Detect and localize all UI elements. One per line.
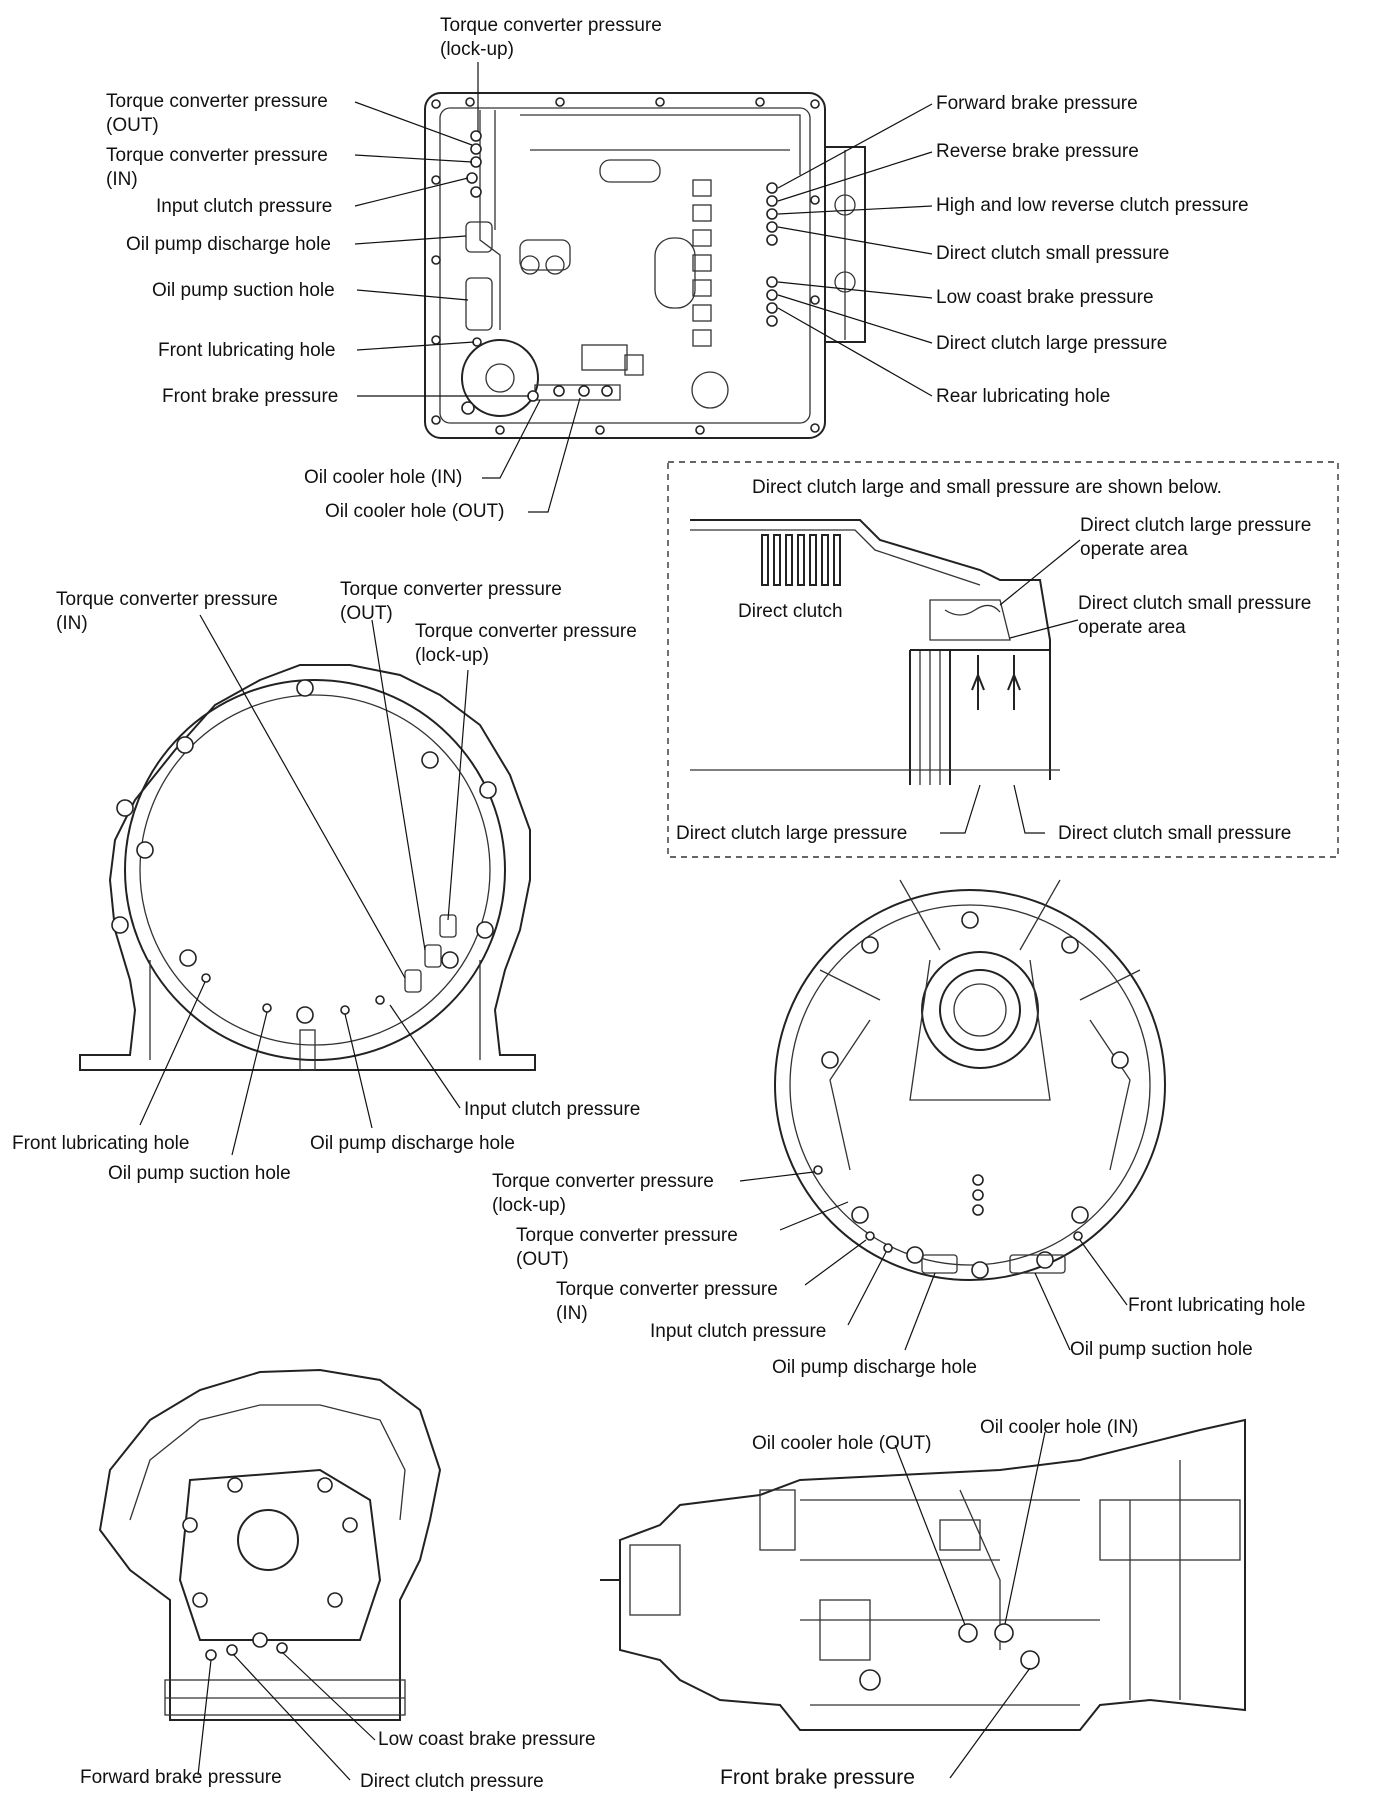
- converter-housing-leader-lines: [139, 614, 469, 1156]
- label-forward-brake: Forward brake pressure: [936, 93, 1138, 114]
- label-rear-lube: Rear lubricating hole: [936, 386, 1111, 407]
- label-direct-clutch: Direct clutch: [738, 601, 843, 622]
- direct-clutch-header: Direct clutch large and small pressure a…: [752, 477, 1222, 498]
- oil-pump-leader-lines: [739, 1171, 1128, 1351]
- side-label-cooler-out: Oil cooler hole (OUT): [752, 1433, 932, 1454]
- label-large-pressure: Direct clutch large pressure: [676, 823, 908, 844]
- pump-label-tc-lockup: Torque converter pressure (lock-up): [492, 1171, 714, 1216]
- label-cooler-in: Oil cooler hole (IN): [304, 467, 463, 488]
- direct-clutch-leader-lines: [940, 539, 1081, 834]
- label-direct-large: Direct clutch large pressure: [936, 333, 1168, 354]
- label-small-pressure: Direct clutch small pressure: [1058, 823, 1292, 844]
- pump-label-tc-in: Torque converter pressure (IN): [556, 1279, 778, 1324]
- transmission-side-leader-lines: [894, 1431, 1046, 1779]
- label-pump-suction: Oil pump suction hole: [152, 280, 335, 301]
- valve-body-figure: [424, 92, 866, 439]
- label-front-lube: Front lubricating hole: [158, 340, 336, 361]
- housing-label-pump-discharge: Oil pump discharge hole: [310, 1133, 515, 1154]
- label-high-low-reverse: High and low reverse clutch pressure: [936, 195, 1249, 216]
- housing-label-tc-out: Torque converter pressure (OUT): [340, 579, 562, 624]
- side-label-cooler-in: Oil cooler hole (IN): [980, 1417, 1139, 1438]
- rear-label-direct-clutch: Direct clutch pressure: [360, 1771, 544, 1792]
- oil-pump-figure: [774, 879, 1166, 1281]
- pump-label-pump-discharge: Oil pump discharge hole: [772, 1357, 977, 1378]
- rear-label-forward-brake: Forward brake pressure: [80, 1767, 282, 1788]
- housing-label-tc-lockup: Torque converter pressure (lock-up): [415, 621, 637, 666]
- transmission-rear-leader-lines: [197, 1651, 376, 1781]
- pump-label-pump-suction: Oil pump suction hole: [1070, 1339, 1253, 1360]
- converter-housing-figure: [79, 664, 536, 1071]
- label-reverse-brake: Reverse brake pressure: [936, 141, 1139, 162]
- pump-label-tc-out: Torque converter pressure (OUT): [516, 1225, 738, 1270]
- rear-label-low-coast: Low coast brake pressure: [378, 1729, 596, 1750]
- valve-body-leader-lines: [354, 62, 933, 513]
- housing-label-tc-in: Torque converter pressure (IN): [56, 589, 278, 634]
- label-tc-lockup: Torque converter pressure (lock-up): [440, 15, 662, 60]
- label-small-area: Direct clutch small pressure operate are…: [1078, 593, 1312, 638]
- direct-clutch-frame: [667, 461, 1339, 858]
- label-tc-in: Torque converter pressure (IN): [106, 145, 328, 190]
- label-cooler-out: Oil cooler hole (OUT): [325, 501, 505, 522]
- label-front-brake: Front brake pressure: [162, 386, 339, 407]
- pump-label-front-lube: Front lubricating hole: [1128, 1295, 1306, 1316]
- side-label-front-brake: Front brake pressure: [720, 1766, 915, 1789]
- label-input-clutch: Input clutch pressure: [156, 196, 333, 217]
- housing-label-pump-suction: Oil pump suction hole: [108, 1163, 291, 1184]
- pump-label-input-clutch: Input clutch pressure: [650, 1321, 827, 1342]
- transmission-rear-figure: [98, 1368, 442, 1721]
- direct-clutch-figure: [690, 519, 1060, 785]
- label-direct-small: Direct clutch small pressure: [936, 243, 1170, 264]
- housing-label-input-clutch: Input clutch pressure: [464, 1099, 641, 1120]
- label-large-area: Direct clutch large pressure operate are…: [1080, 515, 1312, 560]
- label-low-coast: Low coast brake pressure: [936, 287, 1154, 308]
- transmission-side-figure: [600, 1418, 1246, 1731]
- housing-label-front-lube: Front lubricating hole: [12, 1133, 190, 1154]
- label-pump-discharge: Oil pump discharge hole: [126, 234, 331, 255]
- label-tc-out: Torque converter pressure (OUT): [106, 91, 328, 136]
